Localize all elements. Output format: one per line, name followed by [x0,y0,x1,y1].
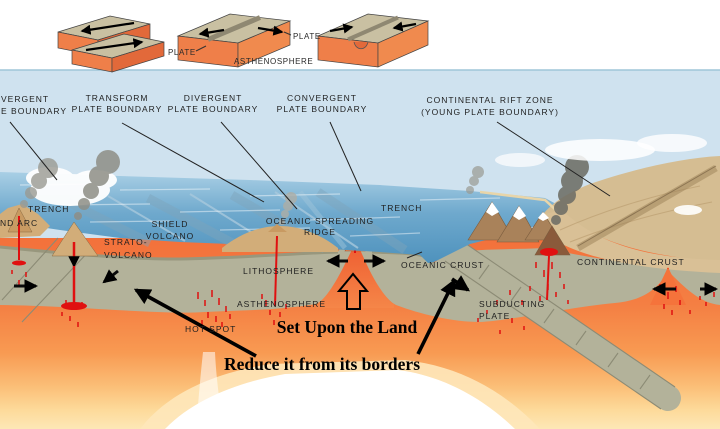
label-rift-zone-2: (YOUNG PLATE BOUNDARY) [421,107,559,117]
convergent-arrows [329,21,417,34]
label-shield-volcano-2: VOLCANO [146,231,195,241]
ocean [0,172,560,263]
annotation-reduce-from-borders: Reduce it from its borders [224,354,420,374]
shield-steam-plume [279,192,297,225]
label-strato-volcano-2: VOLCANO [104,250,153,260]
label-divergent-boundary: DIVERGENT [184,93,243,103]
label-subducting-plate-2: PLATE [479,311,510,321]
rift-volcano-smoke-plume [551,155,589,225]
label-inset-asthenosphere: ASTHENOSPHERE [234,57,313,66]
transform-block-diagram [57,15,165,73]
label-continental-crust: CONTINENTAL CRUST [577,257,685,267]
hot-spot-plume-column [196,352,224,429]
label-trench-right: TRENCH [381,203,422,213]
plate-motion-arrows [14,254,719,296]
divergent-block-diagram [176,13,292,68]
distant-smoke-plume [466,166,484,194]
subducting-plate-slab [439,237,681,411]
bottom-fade [140,352,540,429]
annotation-arrows [133,275,471,358]
annotation-arrow-right-fork [450,275,471,292]
downwarp-notch [353,41,369,50]
beach-line [479,190,559,213]
label-island-arc: ND ARC [0,218,38,228]
label-hot-spot: HOT SPOT [185,324,236,334]
magma-sills [12,248,558,310]
magma-conduits [18,216,669,307]
label-convergent-boundary: CONVERGENT [287,93,357,103]
convergent-block-diagram [316,13,430,68]
label-transform-boundary: TRANSFORM [86,93,149,103]
label-inset-plate-left: PLATE [168,48,196,57]
shield-volcano-island [222,224,338,252]
divergent-arrows [198,25,284,38]
hollow-up-arrow [336,272,370,310]
continental-crust-face [545,210,720,273]
plate-motion-arrow-downleft [102,269,119,284]
label-cutoff-boundary-2: E BOUNDARY [1,106,67,116]
label-divergent-boundary-2: PLATE BOUNDARY [168,104,259,114]
label-cutoff-boundary: VERGENT [1,94,49,104]
label-spreading-ridge-2: RIDGE [304,227,336,237]
label-lithosphere: LITHOSPHERE [243,266,314,276]
rift-valley [576,164,718,252]
label-asthenosphere: ASTHENOSPHERE [237,299,326,309]
label-subducting-plate: SUBDUCTING [479,299,545,309]
label-transform-boundary-2: PLATE BOUNDARY [72,104,163,114]
slab-hatch-marks [478,264,651,390]
strato-smoke-plume [74,150,120,220]
sky-clouds [495,134,707,215]
label-rift-zone: CONTINENTAL RIFT ZONE [426,95,553,105]
label-spreading-ridge: OCEANIC SPREADING [266,216,374,226]
leader-lines [9,121,611,259]
annotation-arrow-left [133,288,257,358]
label-strato-volcano: STRATO- [104,237,148,247]
hot-spot-dikes [197,290,231,327]
annotation-set-upon-the-land: Set Upon the Land [277,317,418,337]
transform-arrows [80,21,144,52]
magma-dikes [11,262,715,334]
left-subducting-slab [1,237,93,323]
label-oceanic-crust: OCEANIC CRUST [401,260,484,270]
annotation-arrow-right [416,278,456,355]
coastal-mountains [467,201,571,256]
label-shield-volcano: SHIELD [152,219,189,229]
label-inset-plate-right: PLATE [293,32,321,41]
label-trench-left: TRENCH [28,204,69,214]
label-convergent-boundary-2: PLATE BOUNDARY [277,104,368,114]
